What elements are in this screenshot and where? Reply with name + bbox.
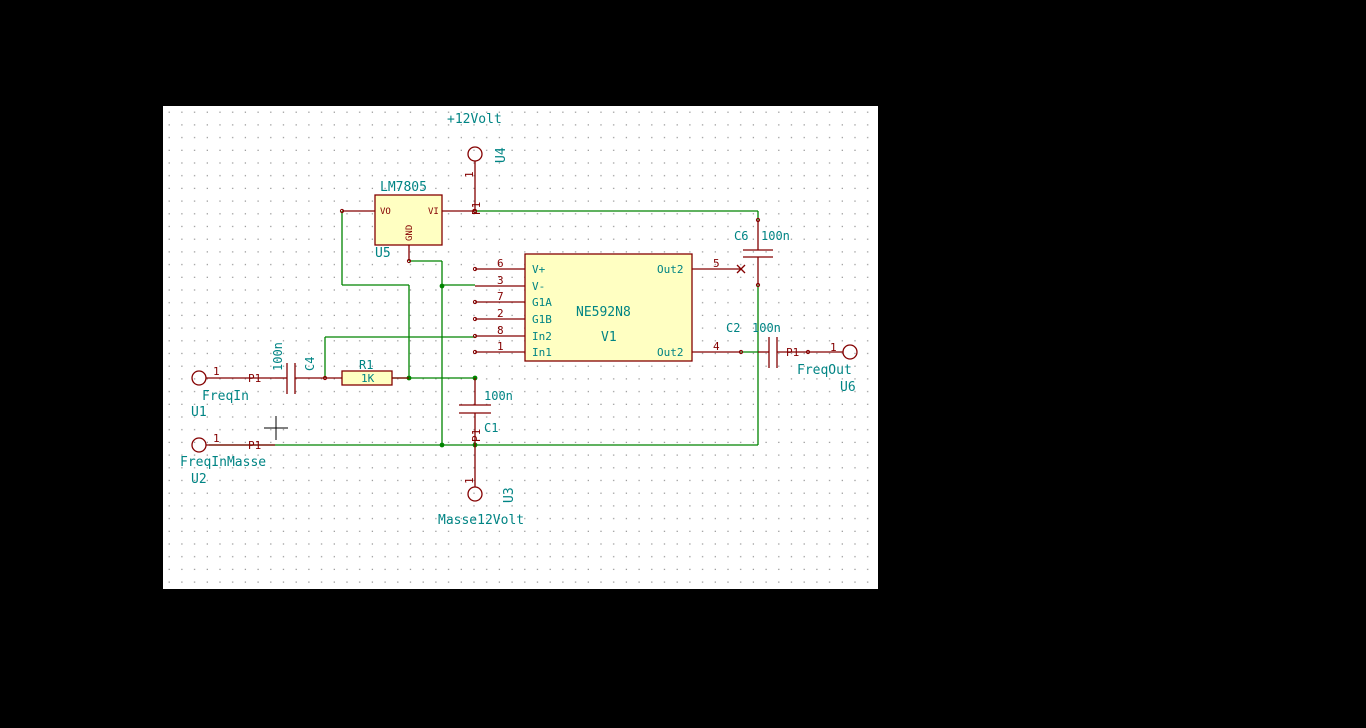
c1-value: 100n xyxy=(484,389,513,403)
connector-u3[interactable]: P1 1 U3 Masse12Volt xyxy=(438,429,524,528)
v1-pin-num-1: 6 xyxy=(497,257,504,270)
r1-value: 1K xyxy=(361,372,375,385)
v1-pin-name-8: Out2 xyxy=(657,346,684,359)
r1-ref: R1 xyxy=(359,358,373,372)
u3-value: Masse12Volt xyxy=(438,513,524,528)
u4-ref: U4 xyxy=(494,147,509,163)
capacitor-c1[interactable]: 100n C1 xyxy=(459,378,513,445)
u1-ref: U1 xyxy=(191,405,207,420)
u2-value: FreqInMasse xyxy=(180,455,266,470)
v1-pin-name-4: G1B xyxy=(532,313,552,326)
v1-pin-num-4: 2 xyxy=(497,307,504,320)
connector-u1[interactable]: 1 P1 FreqIn U1 xyxy=(191,365,275,420)
regulator-u5[interactable]: LM7805 U5 VO VI GND xyxy=(339,180,475,264)
u1-value: FreqIn xyxy=(202,389,249,404)
u1-pad: P1 xyxy=(248,372,261,385)
crosshair-cursor-icon xyxy=(264,416,288,440)
u6-pin-number: 1 xyxy=(830,341,837,354)
v1-pin-name-2: V- xyxy=(532,280,545,293)
u5-pin-gnd: GND xyxy=(405,225,415,241)
v1-value: NE592N8 xyxy=(576,305,631,320)
c2-value: 100n xyxy=(752,321,781,335)
c6-ref: C6 xyxy=(734,229,748,243)
c6-value: 100n xyxy=(761,229,790,243)
sheet-grid xyxy=(163,106,878,589)
v1-pin-num-2: 3 xyxy=(497,274,504,287)
u5-value: LM7805 xyxy=(380,180,427,195)
u3-pad: P1 xyxy=(470,429,483,442)
capacitor-c6[interactable]: C6 100n xyxy=(734,217,790,288)
u5-pin-vi: VI xyxy=(428,207,439,217)
v1-ref: V1 xyxy=(601,330,617,345)
u6-pad: P1 xyxy=(786,346,799,359)
u2-pad: P1 xyxy=(248,439,261,452)
u2-pin-number: 1 xyxy=(213,432,220,445)
u5-ref: U5 xyxy=(375,246,391,261)
u3-ref: U3 xyxy=(502,487,517,503)
u2-ref: U2 xyxy=(191,472,207,487)
v1-pin-name-6: In1 xyxy=(532,346,552,359)
v1-pin-name-1: V+ xyxy=(532,263,546,276)
capacitor-c4[interactable]: 100n C4 xyxy=(271,342,342,394)
c2-ref: C2 xyxy=(726,321,740,335)
u5-pin-vo: VO xyxy=(380,207,391,217)
c1-ref: C1 xyxy=(484,421,498,435)
v1-pin-name-3: G1A xyxy=(532,296,552,309)
u4-value: +12Volt xyxy=(447,112,502,127)
v1-pin-name-7: Out2 xyxy=(657,263,684,276)
amplifier-v1[interactable]: 6 3 7 2 8 1 V+ V- G1A G1B In2 In1 5 4 Ou… xyxy=(472,253,746,362)
u4-pin-number: 1 xyxy=(463,171,476,178)
capacitor-c2[interactable]: C2 100n xyxy=(726,321,808,368)
connector-u2[interactable]: 1 P1 FreqInMasse U2 xyxy=(180,432,275,487)
c4-ref: C4 xyxy=(303,357,317,371)
v1-pin-num-3: 7 xyxy=(497,290,504,303)
v1-pin-num-6: 1 xyxy=(497,340,504,353)
u1-pin-number: 1 xyxy=(213,365,220,378)
u6-value: FreqOut xyxy=(797,363,852,378)
connector-u4[interactable]: +12Volt U4 1 P1 xyxy=(447,112,509,215)
wires xyxy=(209,210,759,446)
u4-pad: P1 xyxy=(470,202,483,215)
v1-pin-num-5: 8 xyxy=(497,324,504,337)
connector-u6[interactable]: 1 P1 FreqOut U6 xyxy=(786,341,858,395)
v1-pin-num-7: 5 xyxy=(713,257,720,270)
v1-pin-name-5: In2 xyxy=(532,330,552,343)
u3-pin-number: 1 xyxy=(463,477,476,484)
c4-value: 100n xyxy=(271,342,285,371)
v1-pin-num-8: 4 xyxy=(713,340,720,353)
u6-ref: U6 xyxy=(840,380,856,395)
resistor-r1[interactable]: R1 1K xyxy=(341,358,409,386)
